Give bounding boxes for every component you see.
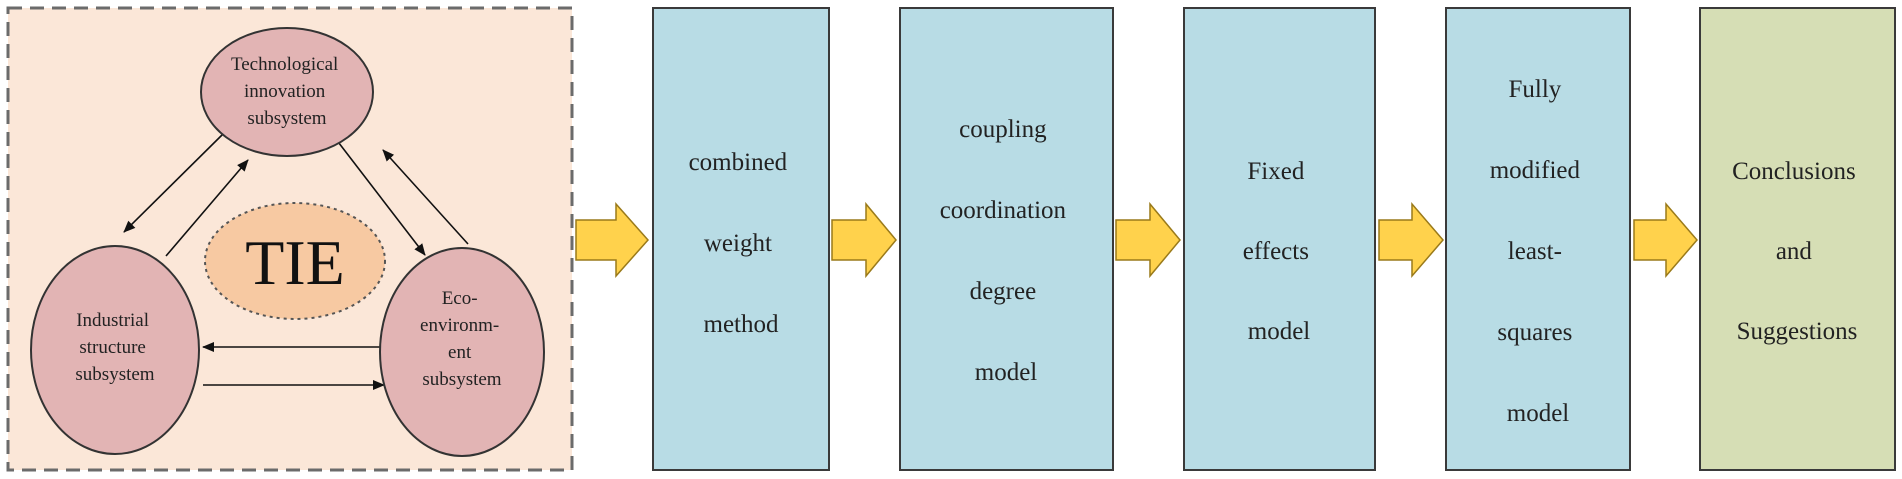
tie-center-node bbox=[204, 202, 386, 320]
step-label-combined-weight: combined weight method bbox=[689, 149, 794, 338]
flow-arrow-5 bbox=[1633, 201, 1698, 279]
flow-arrow-1 bbox=[575, 202, 650, 278]
step-box-fmols bbox=[1445, 7, 1631, 471]
tech-subsystem-label: Technological innovation subsystem bbox=[231, 54, 343, 129]
eco-subsystem-node bbox=[379, 247, 545, 457]
step-box-coupling-coordination bbox=[899, 7, 1114, 471]
flow-arrow-2 bbox=[831, 201, 897, 279]
step-box-conclusions bbox=[1699, 7, 1896, 471]
step-label-fmols: Fully modified least- squares model bbox=[1490, 76, 1587, 427]
arrow-industrial-to-tech bbox=[165, 159, 249, 257]
tie-center-label: TIE bbox=[245, 227, 345, 298]
arrow-tech-to-industrial bbox=[123, 134, 223, 233]
flow-arrows bbox=[575, 201, 1698, 279]
tech-subsystem-node bbox=[200, 27, 374, 157]
flow-arrow-3 bbox=[1115, 201, 1181, 279]
arrow-tech-to-eco bbox=[331, 133, 426, 256]
step-label-coupling-coordination: coupling coordination degree model bbox=[940, 116, 1073, 386]
step-box-fixed-effects bbox=[1183, 7, 1376, 471]
step-label-fixed-effects: Fixed effects model bbox=[1243, 158, 1315, 345]
step-label-conclusions: Conclusions and Suggestions bbox=[1732, 158, 1862, 345]
arrow-eco-to-tech bbox=[382, 149, 469, 245]
flow-arrow-4 bbox=[1378, 201, 1444, 279]
industrial-subsystem-node bbox=[30, 245, 200, 455]
step-box-combined-weight bbox=[652, 7, 830, 471]
industrial-subsystem-label: Industrial structure subsystem bbox=[75, 310, 154, 385]
eco-subsystem-label: Eco- environm- ent subsystem bbox=[420, 288, 504, 390]
